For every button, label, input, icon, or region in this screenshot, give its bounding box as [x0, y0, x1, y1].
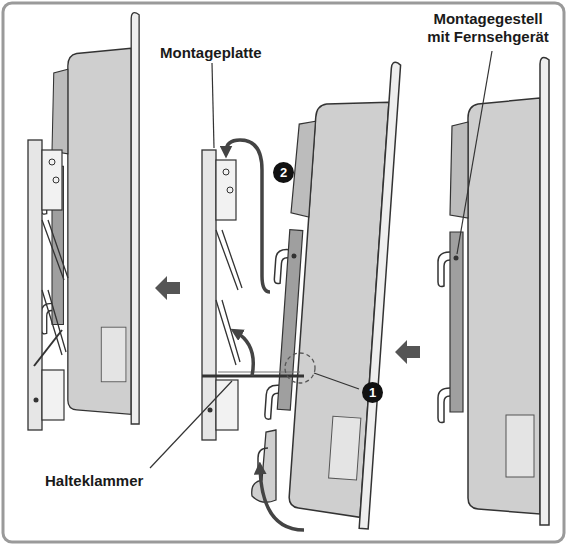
move-arrow: [155, 276, 180, 300]
tv-tilted: [257, 55, 400, 529]
detail-circle: [285, 353, 315, 383]
leader-line: [457, 51, 492, 254]
mounting-plate: [202, 150, 242, 440]
part-label: Halteklammer: [45, 472, 143, 490]
leader-line: [314, 373, 359, 389]
leader-line: [150, 381, 232, 468]
clip-arrow: [236, 332, 253, 376]
callout-number: 1: [362, 382, 383, 403]
leader-line: [212, 63, 214, 148]
tv-assembled: [41, 13, 139, 424]
lift-arrow: [260, 468, 304, 530]
hook-arrow: [226, 140, 270, 292]
move-arrow: [395, 340, 420, 364]
part-label: Montagegestell mit Fernsehgerät: [423, 10, 553, 46]
frame: [3, 3, 564, 542]
part-label: Montageplatte: [160, 44, 262, 62]
retaining-clip-closed: [34, 330, 62, 366]
tv-with-bracket: [438, 58, 549, 525]
callout-number: 2: [273, 162, 294, 183]
mounting-plate-assembled: [28, 140, 68, 430]
retaining-clip-edge: [218, 371, 300, 372]
